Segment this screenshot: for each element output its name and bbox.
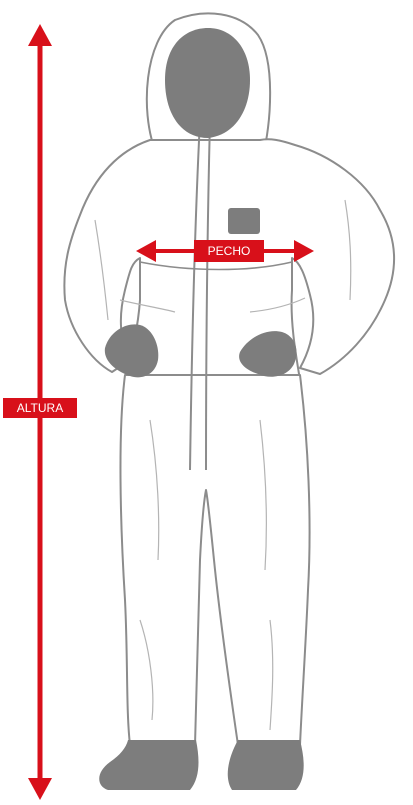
face bbox=[165, 28, 250, 138]
chest-label: PECHO bbox=[194, 240, 264, 262]
left-boot bbox=[99, 740, 198, 790]
chest-pocket bbox=[228, 208, 260, 234]
height-label: ALTURA bbox=[3, 398, 77, 418]
right-boot bbox=[228, 740, 304, 790]
coverall-legs bbox=[120, 375, 309, 745]
